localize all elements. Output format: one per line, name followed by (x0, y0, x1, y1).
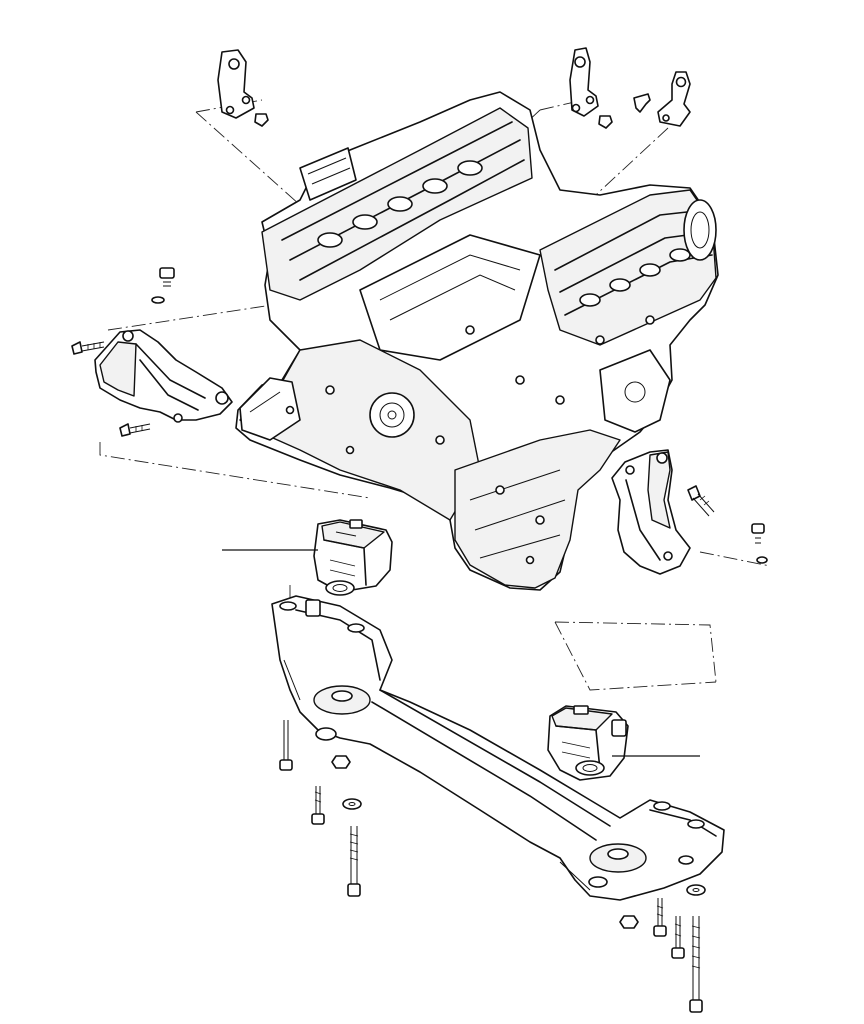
lower-left-bolt-2 (311, 786, 325, 825)
upper-right-small-bracket-bolt (633, 93, 651, 113)
alignment-lines (99, 97, 771, 691)
left-bracket-bolt-top (71, 341, 105, 355)
lower-left-washer (342, 798, 362, 810)
engine-block (235, 91, 719, 591)
right-bank-ports (579, 248, 691, 307)
upper-right-bracket-bolt (598, 115, 613, 129)
left-upper-washer (151, 296, 165, 304)
right-bracket-washer (756, 556, 768, 564)
lower-left-nut (331, 755, 351, 769)
lower-right-bolt-1 (653, 898, 667, 937)
lower-right-washer (686, 884, 706, 896)
left-engine-mount (313, 519, 393, 596)
lower-left-long-bolt (347, 826, 361, 897)
lower-right-bolt-2 (671, 916, 685, 959)
lower-left-bolt-1 (279, 720, 293, 771)
left-upper-bolt (159, 267, 175, 287)
upper-right-lifting-bracket (569, 47, 599, 117)
left-engine-support-bracket (94, 329, 233, 423)
left-bracket-bolt-bottom (119, 423, 151, 437)
right-bracket-stud (751, 523, 765, 544)
casting-bolt-heads (285, 315, 655, 565)
right-engine-mount (547, 705, 629, 781)
upper-right-small-bracket (657, 71, 691, 127)
upper-left-bracket-bolt (254, 113, 269, 127)
lower-right-nut (619, 915, 639, 929)
right-bracket-bolt (687, 485, 715, 517)
right-engine-support-bracket (611, 449, 691, 575)
upper-left-lifting-bracket (217, 49, 255, 119)
left-bank-ports (317, 160, 483, 248)
callout-leaders (222, 549, 700, 757)
front-crossmember (271, 595, 725, 901)
lower-right-long-bolt (689, 916, 703, 1013)
